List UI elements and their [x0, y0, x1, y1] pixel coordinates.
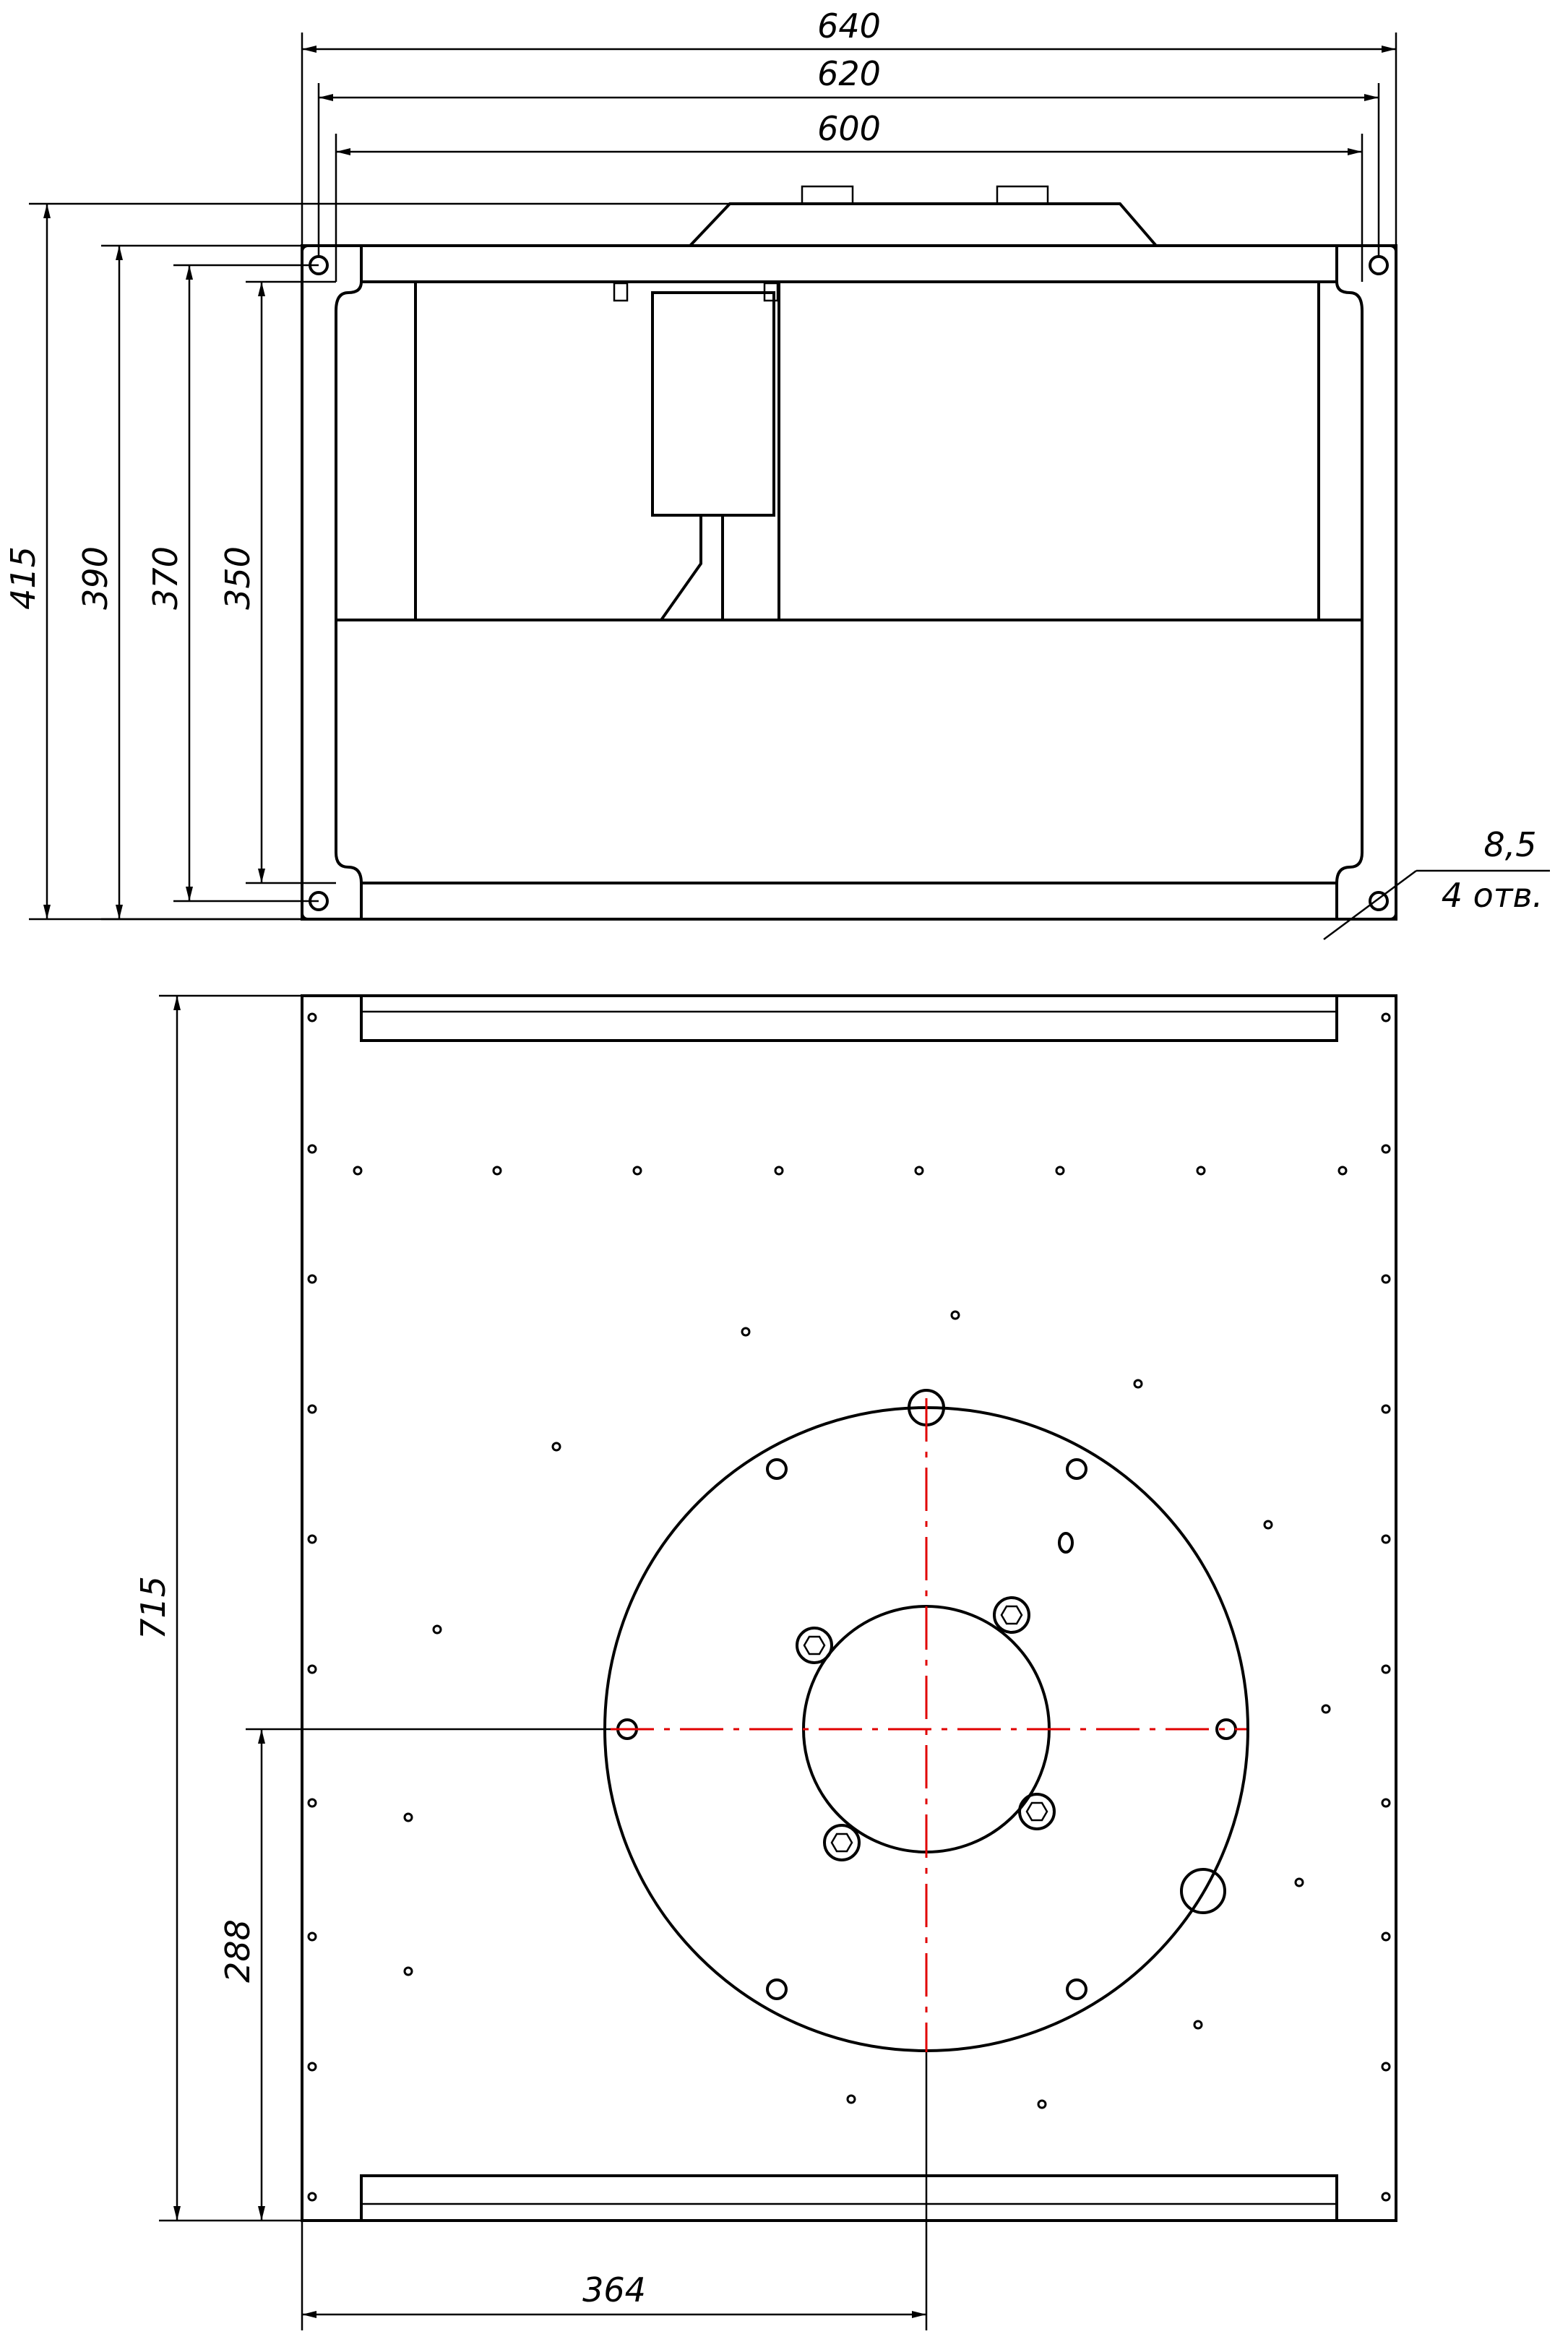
top-rail [360, 994, 1338, 1042]
terminal-stud-2 [763, 282, 779, 302]
plate-hole [1066, 1978, 1087, 2000]
plate-hole [766, 1458, 788, 1480]
dim-label-620: 620 [817, 54, 881, 93]
bolt-block-left [801, 185, 854, 205]
bolt-block-right [996, 185, 1049, 205]
corner-hole-bottom-right [1369, 891, 1389, 911]
dim-label-415: 415 [4, 546, 43, 610]
plan-outline [301, 994, 1397, 2222]
hole-diameter-label: 8,5 [1483, 825, 1536, 864]
front-view-dimensions: 640 620 600 415 390 370 350 8,5 [4, 7, 1550, 941]
hub-bolt [823, 1824, 861, 1861]
front-right-corner-bracket [1335, 244, 1397, 921]
hub-bolt [993, 1596, 1030, 1634]
dim-label-364: 364 [582, 2270, 646, 2309]
plan-view [301, 994, 1397, 2222]
dim-label-715: 715 [134, 1576, 173, 1640]
plate-slot [1058, 1532, 1074, 1554]
dim-label-288: 288 [218, 1919, 257, 1983]
hub-bolt [796, 1627, 833, 1664]
dim-label-350: 350 [218, 546, 257, 610]
dim-label-600: 600 [817, 109, 881, 148]
hole-leader-line [1323, 869, 1417, 941]
hub-bolt [1018, 1793, 1056, 1830]
plate-notch-right [1180, 1868, 1226, 1914]
dim-label-640: 640 [817, 7, 881, 46]
terminal-stud [613, 282, 629, 302]
dim-label-370: 370 [146, 546, 185, 610]
corner-hole-top-right [1369, 255, 1389, 275]
plate-hole [1066, 1458, 1087, 1480]
bottom-rail [360, 2174, 1338, 2222]
front-flange-outline [301, 244, 1397, 921]
edge-holes [307, 1012, 1391, 2202]
plate-hole [766, 1978, 788, 2000]
motor-housing-hump [689, 202, 1158, 247]
front-left-corner-bracket [301, 244, 363, 921]
plan-view-dimensions: 715 288 364 [134, 994, 928, 2330]
terminal-bracket [660, 515, 724, 621]
hole-count-label: 4 отв. [1442, 876, 1543, 915]
terminal-box [651, 291, 775, 517]
dim-label-390: 390 [76, 546, 115, 610]
front-view [301, 185, 1397, 921]
